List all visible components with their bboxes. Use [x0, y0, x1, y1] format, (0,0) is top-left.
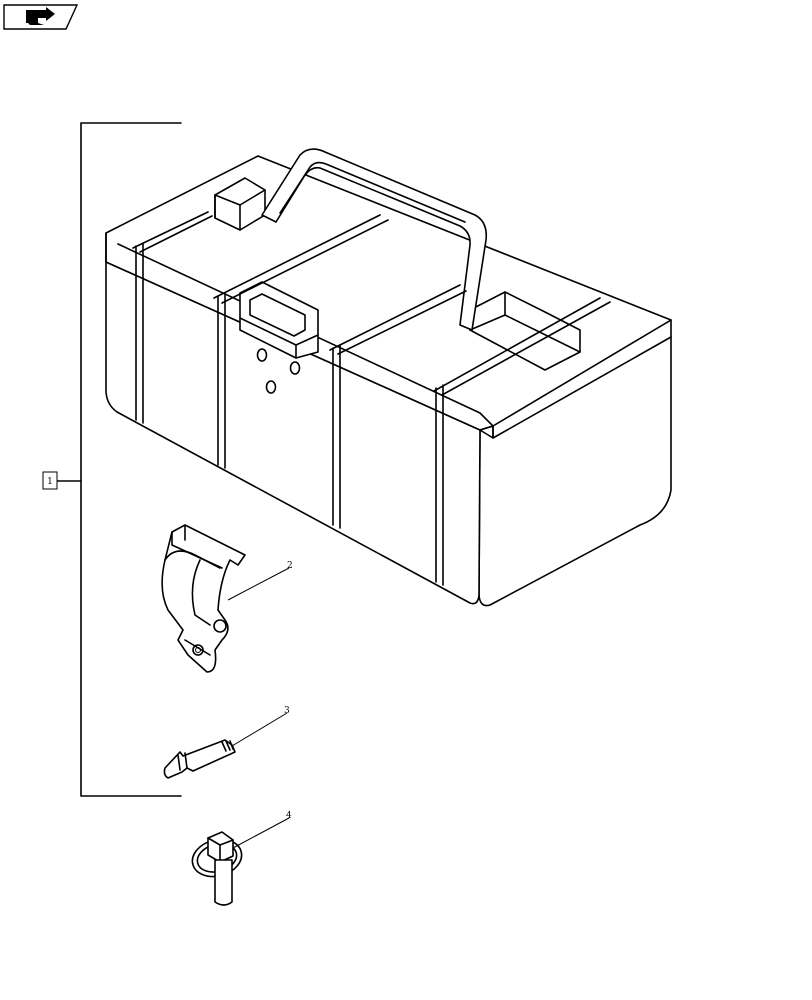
bolt-part: 3: [163, 706, 290, 779]
lynch-pin-part: 4: [191, 811, 292, 906]
callout-1[interactable]: 1: [42, 471, 58, 490]
book-arrow-icon[interactable]: [3, 4, 79, 30]
svg-text:1: 1: [47, 477, 53, 487]
callout-4[interactable]: 4: [286, 811, 292, 821]
callout-3[interactable]: 3: [284, 706, 290, 716]
assembly-bracket: [56, 122, 182, 797]
tool-box: [105, 148, 672, 607]
callout-2[interactable]: 2: [287, 561, 293, 571]
latch-bracket-part: 2: [161, 524, 293, 673]
